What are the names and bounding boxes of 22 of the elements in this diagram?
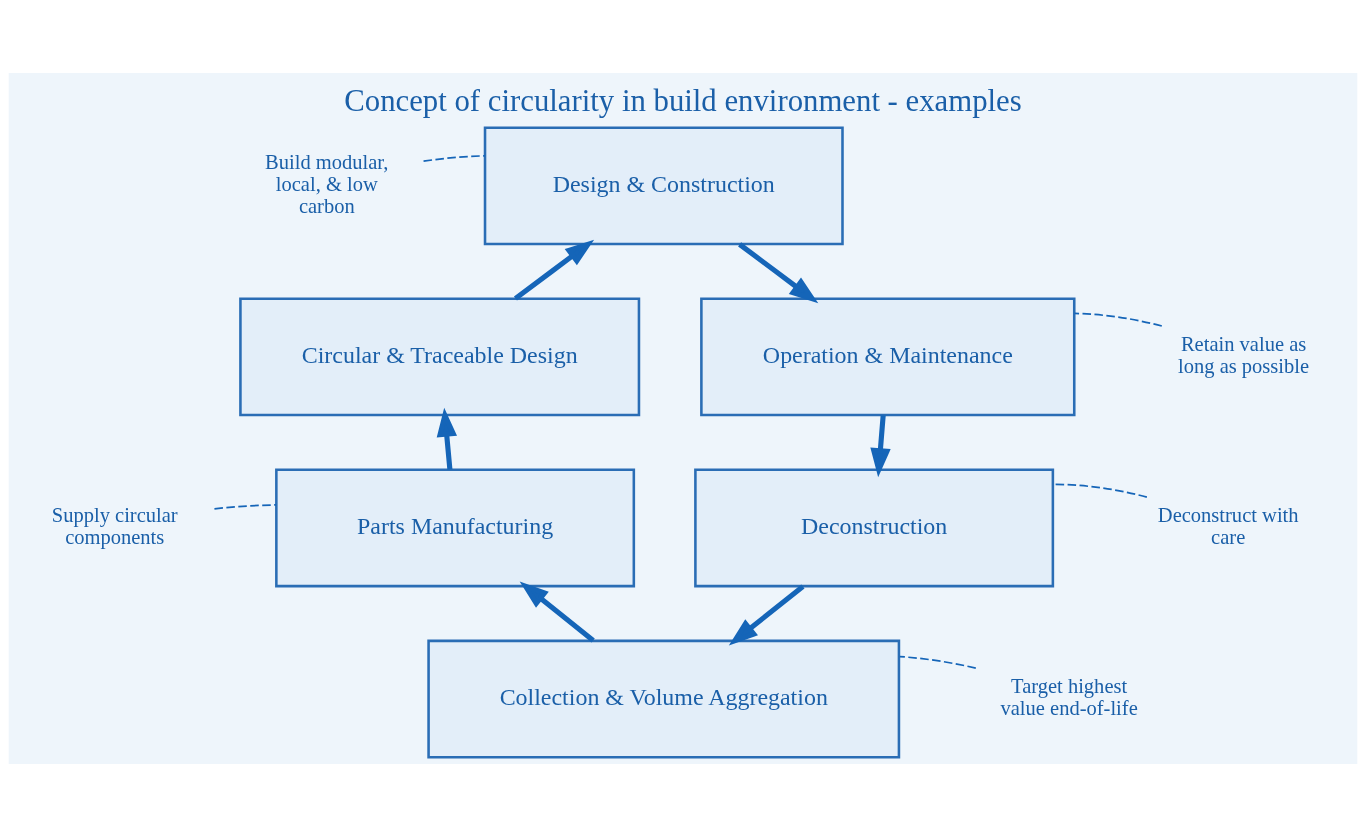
node-box: Design & Construction	[483, 126, 844, 246]
arrow	[513, 239, 595, 301]
arrow	[519, 581, 595, 643]
node-text: Target highest value end-of-life	[1000, 675, 1138, 720]
node-text: Supply circular components	[51, 504, 178, 549]
node-box: Operation & Maintenance	[700, 297, 1076, 417]
node-box: Deconstruction	[694, 468, 1055, 588]
arrow	[738, 242, 819, 304]
diagram-title: Concept of circularity in build environment - examples	[344, 84, 1022, 119]
node-box: Parts Manufacturing	[275, 468, 636, 588]
node-box: Collection & Volume Aggregation	[427, 639, 901, 759]
arrow	[870, 415, 891, 478]
arrow	[436, 407, 458, 470]
connector	[898, 655, 977, 669]
node-text: Retain value as long as possible	[1178, 333, 1310, 378]
node-text: Build modular, local, & low carbon	[265, 150, 389, 218]
connector	[213, 504, 277, 510]
node-text: Deconstruct with care	[1157, 504, 1299, 549]
node-box: Circular & Traceable Design	[239, 297, 641, 417]
arrow	[728, 584, 805, 646]
connector	[422, 155, 486, 163]
connector	[1073, 312, 1163, 327]
